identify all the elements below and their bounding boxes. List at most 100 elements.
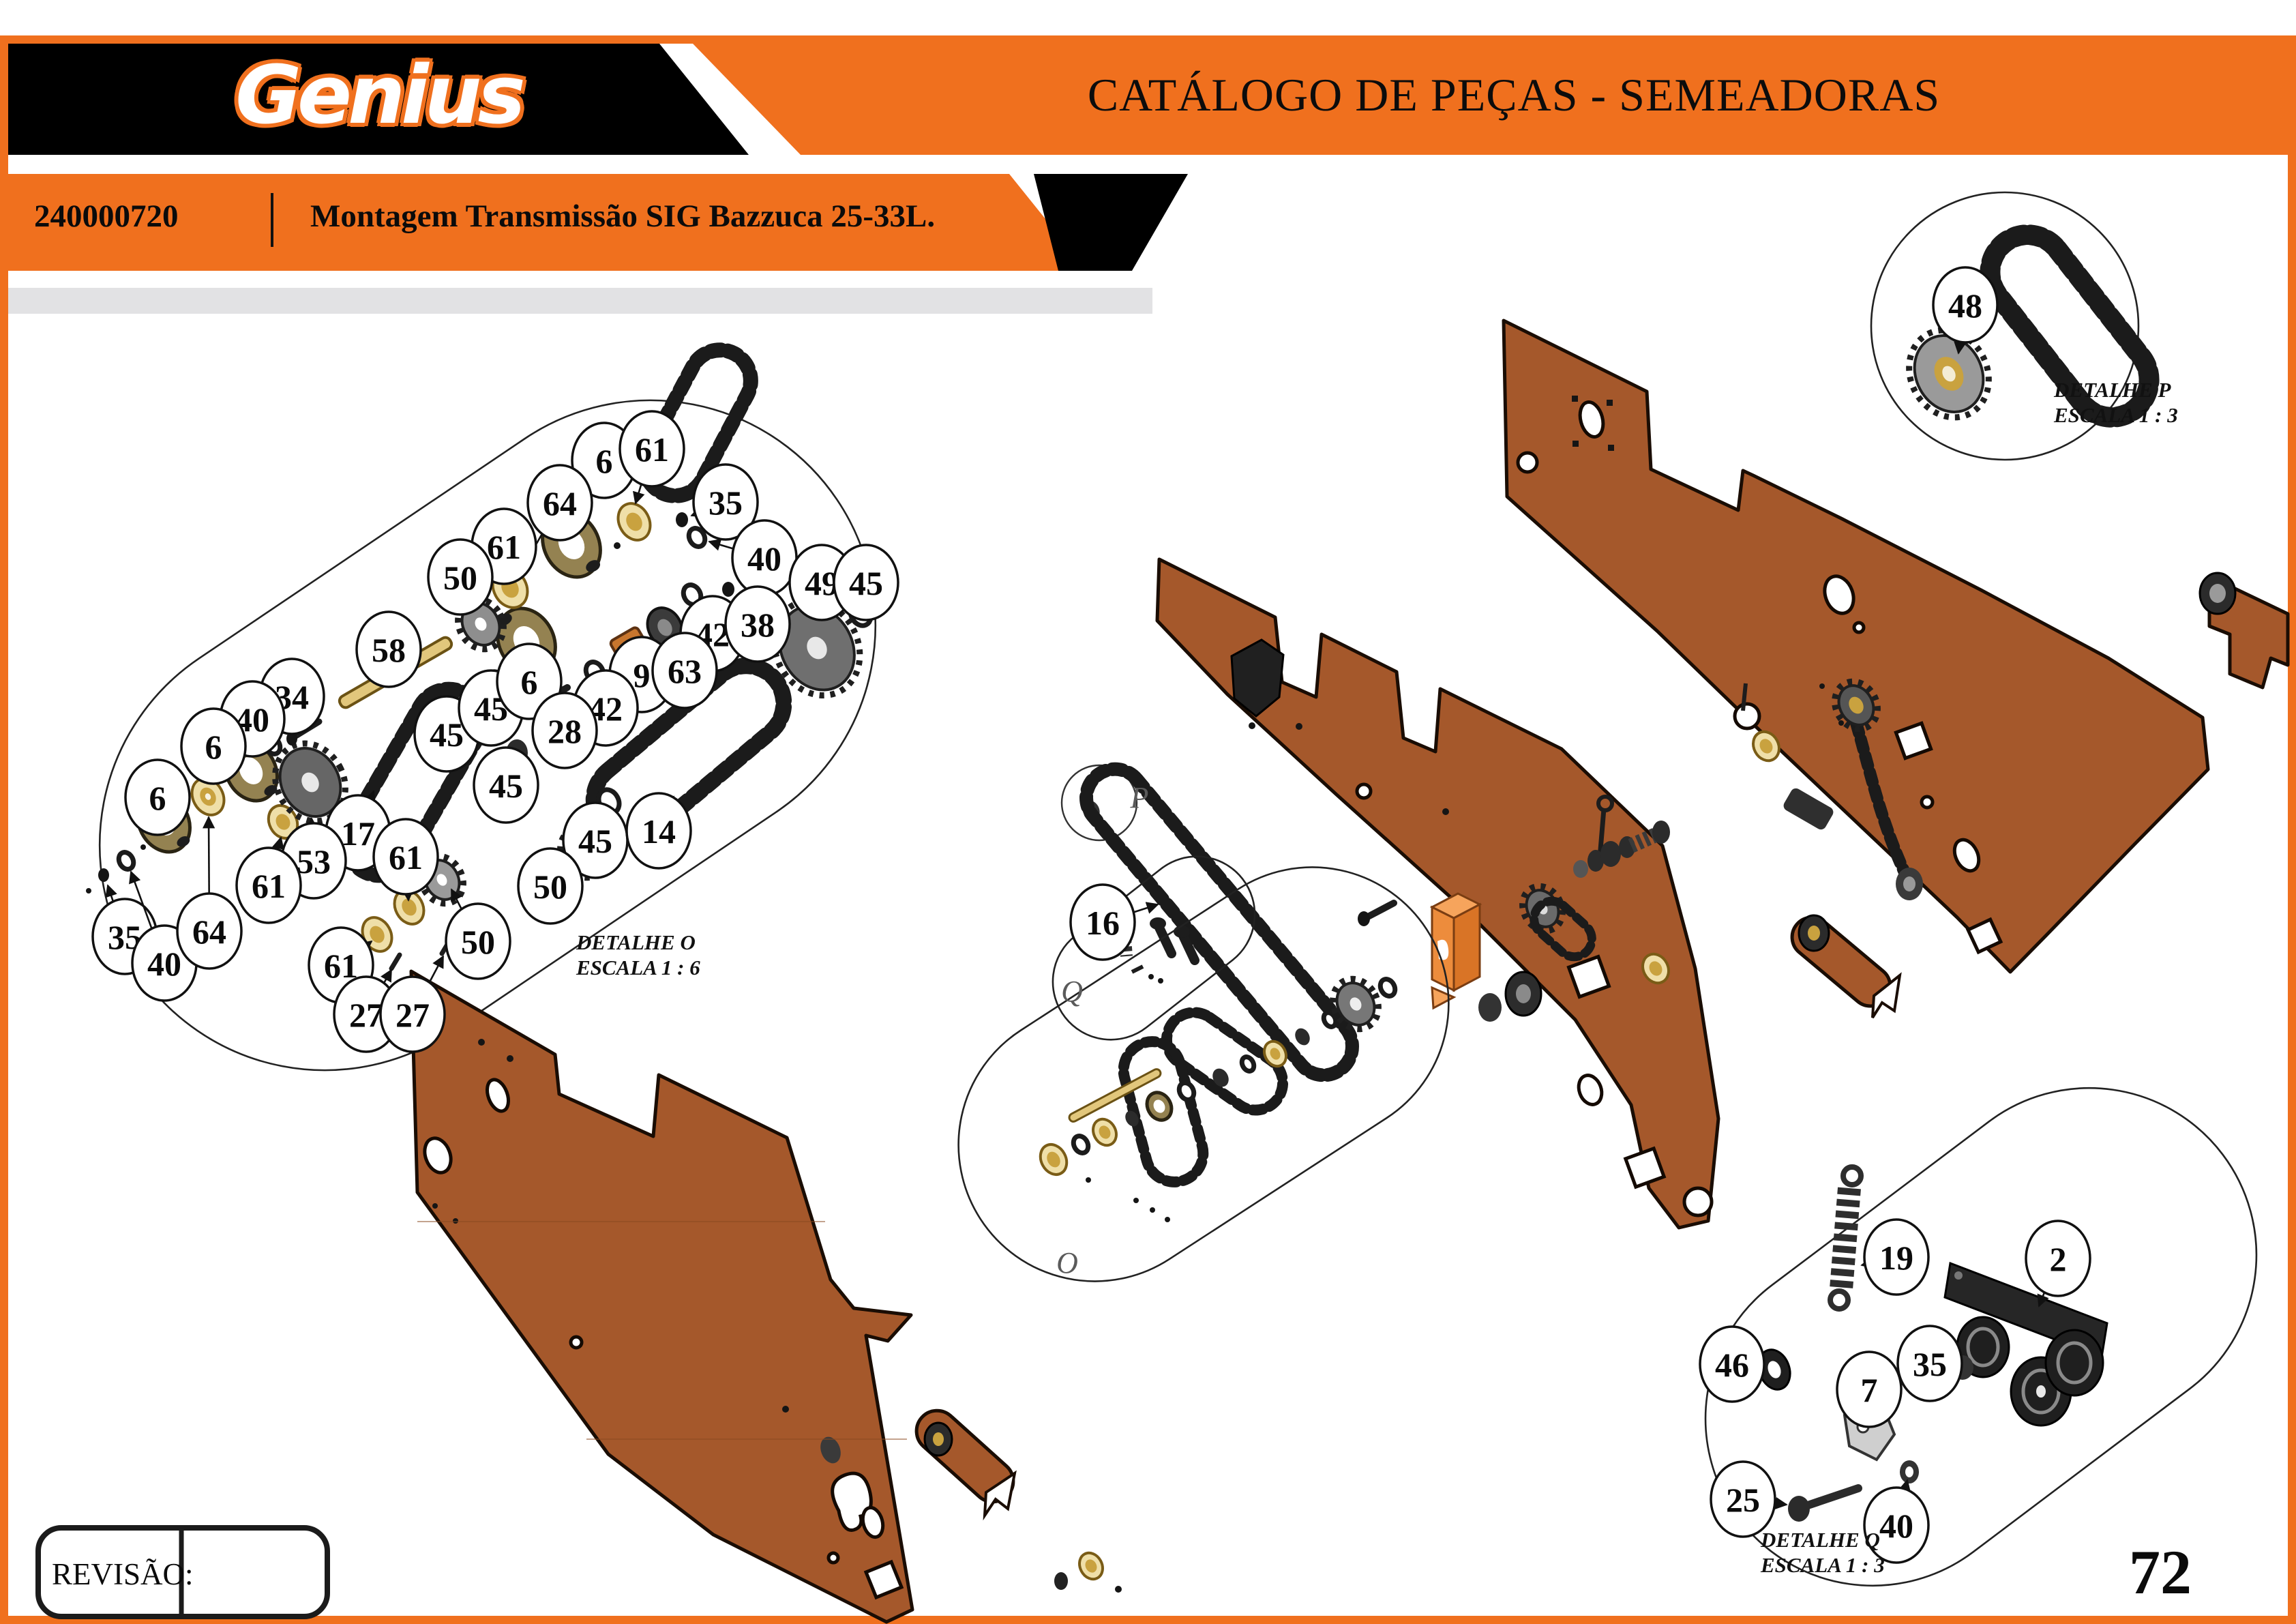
section-letter-Q: Q <box>1061 975 1083 1008</box>
balloon-45: 45 <box>473 746 539 824</box>
svg-text:53: 53 <box>297 842 331 881</box>
svg-text:ESCALA 1 : 3: ESCALA 1 : 3 <box>2053 403 2178 427</box>
spring-part <box>1828 1164 1864 1312</box>
svg-text:38: 38 <box>741 606 775 644</box>
detail-p-sprocket <box>1906 327 1992 421</box>
svg-text:64: 64 <box>192 913 226 951</box>
balloon-7: 7 <box>1836 1350 1903 1428</box>
svg-text:9: 9 <box>633 656 651 694</box>
svg-text:45: 45 <box>849 564 883 602</box>
section-q-capsule <box>1052 855 1256 1041</box>
svg-text:19: 19 <box>1879 1239 1913 1277</box>
balloon-45: 45 <box>562 801 629 879</box>
svg-text:14: 14 <box>642 812 676 851</box>
balloon-14: 14 <box>625 792 692 870</box>
balloon-63: 63 <box>651 632 718 709</box>
gray-strip <box>8 288 1152 314</box>
balloon-46: 46 <box>1699 1325 1765 1403</box>
svg-text:48: 48 <box>1948 286 1982 325</box>
balloon-6: 6 <box>124 758 191 836</box>
svg-text:16: 16 <box>1086 904 1120 942</box>
revision-box <box>35 1525 330 1619</box>
svg-text:DETALHE O: DETALHE O <box>576 930 696 954</box>
plate-bottom-left <box>409 969 914 1624</box>
axle-cluster <box>1358 795 1670 1022</box>
svg-text:DETALHE Q: DETALHE Q <box>1760 1528 1880 1552</box>
section-p-circle <box>1060 764 1138 842</box>
partnumber-band <box>8 174 1087 271</box>
detail-p-view <box>1870 191 2160 461</box>
bolt-25 <box>1788 1484 1862 1522</box>
svg-text:45: 45 <box>430 715 464 754</box>
part-number: 240000720 <box>34 198 179 234</box>
plate-right <box>1502 319 2210 974</box>
washer-40 <box>1900 1460 1919 1483</box>
bottom-border <box>0 1616 2296 1624</box>
title-band <box>693 44 2288 155</box>
orange-box <box>1429 892 1482 1010</box>
page-title: CATÁLOGO DE PEÇAS - SEMEADORAS <box>1087 69 1941 121</box>
wing-bracket-left <box>914 1408 1017 1521</box>
svg-text:45: 45 <box>578 822 612 860</box>
roller-assembly <box>1943 1261 2108 1427</box>
svg-text:50: 50 <box>443 559 477 597</box>
detail-p-circle <box>1870 191 2140 461</box>
svg-text:25: 25 <box>1726 1481 1760 1519</box>
balloon-50: 50 <box>445 888 511 980</box>
balloon-38: 38 <box>724 585 791 663</box>
svg-text:ESCALA 1 : 6: ESCALA 1 : 6 <box>576 956 700 979</box>
detail-q-view <box>1704 1087 2258 1587</box>
balloon-35: 35 <box>690 463 759 541</box>
band-accent-parallelogram <box>1034 174 1188 271</box>
top-border <box>0 35 2296 44</box>
svg-text:ESCALA 1 : 3: ESCALA 1 : 3 <box>1760 1553 1885 1577</box>
page-frame <box>0 35 2296 1624</box>
balloon-2: 2 <box>2025 1220 2091 1308</box>
section-o-capsule <box>957 866 1450 1282</box>
balloon-50: 50 <box>517 847 584 925</box>
svg-text:40: 40 <box>747 540 781 578</box>
svg-text:DETALHE P: DETALHE P <box>2053 378 2171 402</box>
section-letter-O: O <box>1056 1246 1078 1280</box>
balloon-58: 58 <box>355 610 422 688</box>
logo-band <box>8 44 749 155</box>
revision-label: REVISÃO: <box>52 1557 194 1591</box>
plate-right-chain <box>1741 678 1923 900</box>
balloon-61: 61 <box>235 836 302 924</box>
balloon-27: 27 <box>333 969 400 1053</box>
svg-text:28: 28 <box>548 712 582 750</box>
balloon-48: 48 <box>1932 266 1999 355</box>
svg-text:6: 6 <box>205 728 222 766</box>
balloon-50: 50 <box>427 538 494 616</box>
wing-bracket-right <box>1790 914 1902 1019</box>
svg-text:40: 40 <box>1879 1507 1913 1545</box>
svg-text:6: 6 <box>596 442 613 480</box>
balloon-25: 25 <box>1710 1460 1788 1538</box>
chain-16 <box>1079 762 1359 1082</box>
svg-text:50: 50 <box>533 868 567 906</box>
svg-text:64: 64 <box>543 484 577 522</box>
svg-text:61: 61 <box>389 838 423 876</box>
section-letter-P: P <box>1130 781 1149 814</box>
svg-text:46: 46 <box>1715 1346 1749 1384</box>
svg-text:58: 58 <box>372 631 406 669</box>
svg-text:35: 35 <box>709 484 743 522</box>
balloon-35: 35 <box>1896 1325 1963 1402</box>
svg-text:2: 2 <box>2050 1240 2067 1278</box>
brand-logo: Genius <box>235 48 526 142</box>
balloon-61: 61 <box>618 410 685 505</box>
balloon-40: 40 <box>1863 1479 1930 1564</box>
balloon-61: 61 <box>372 818 439 902</box>
balloon-28: 28 <box>531 692 598 769</box>
svg-text:61: 61 <box>487 528 521 566</box>
svg-text:17: 17 <box>341 814 375 853</box>
left-border <box>0 35 8 1624</box>
svg-text:61: 61 <box>252 867 286 905</box>
svg-text:6: 6 <box>521 663 538 701</box>
svg-text:6: 6 <box>149 779 166 817</box>
